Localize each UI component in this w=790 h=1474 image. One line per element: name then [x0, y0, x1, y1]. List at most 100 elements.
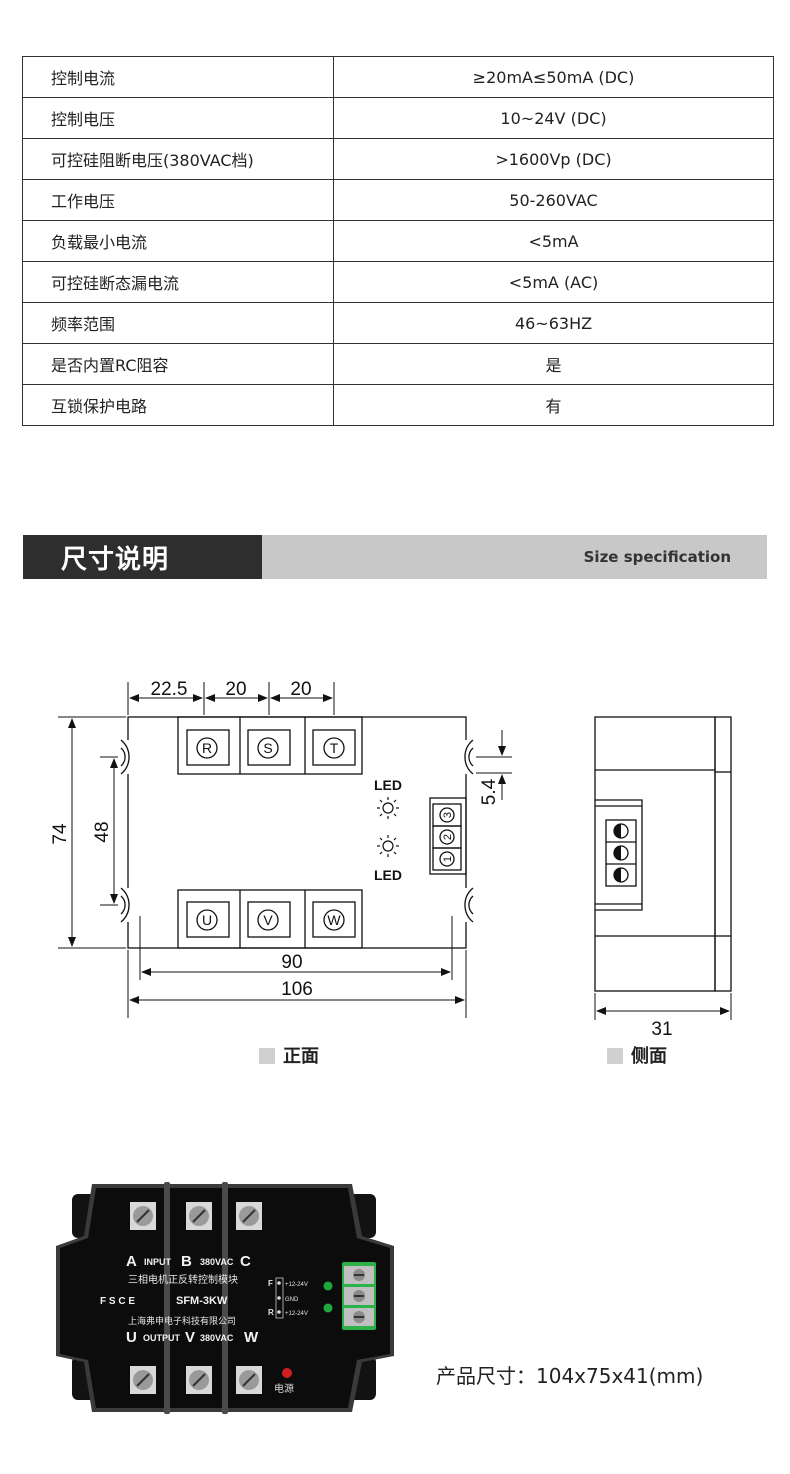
- control-terminal: [429, 797, 467, 875]
- side-terminal-screws: [613, 823, 629, 883]
- front-view-caption-text: 正面: [283, 1046, 319, 1067]
- label-u: U: [126, 1329, 137, 1346]
- side-view-caption: 侧面: [607, 1042, 667, 1068]
- dim-5-4: 5.4: [479, 778, 500, 805]
- caption-square-icon: [259, 1048, 275, 1064]
- pin-f-label: F: [268, 1279, 273, 1288]
- pin2-icon: [439, 829, 455, 845]
- dim-48: 48: [92, 821, 113, 842]
- dim-74: 74: [50, 823, 71, 845]
- label-380vac-bottom: 380VAC: [200, 1333, 234, 1343]
- terminal-r-label: R: [202, 740, 212, 756]
- spec-row: 负载最小电流<5mA: [22, 220, 774, 262]
- dim-106: 106: [281, 979, 313, 1000]
- label-w: W: [244, 1329, 259, 1346]
- bottom-screws: [130, 1366, 262, 1394]
- section-subtitle: Size specification: [583, 548, 731, 566]
- led-label-top: LED: [374, 777, 402, 793]
- label-380vac-top: 380VAC: [200, 1257, 234, 1267]
- pin1-icon: [439, 851, 455, 867]
- terminal-u-label: U: [202, 912, 212, 928]
- green-led-bottom: [323, 1303, 333, 1313]
- mount-slot-tr: [458, 739, 474, 775]
- spec-value: <5mA (AC): [333, 261, 774, 303]
- label-b: B: [181, 1253, 192, 1270]
- spec-value: >1600Vp (DC): [333, 138, 774, 180]
- label-output: OUTPUT: [143, 1333, 181, 1343]
- dim-31: 31: [651, 1019, 672, 1040]
- dim-20-b: 20: [290, 679, 311, 700]
- label-cert: F S C E: [100, 1296, 135, 1307]
- mount-slot-br: [458, 887, 474, 923]
- led-top-icon: [377, 797, 399, 819]
- terminal-v-icon: [257, 909, 279, 931]
- spec-value: 有: [333, 384, 774, 426]
- spec-label: 可控硅断态漏电流: [22, 261, 334, 303]
- label-input: INPUT: [144, 1257, 172, 1267]
- section-header-dark-block: [23, 535, 262, 579]
- spec-value: ≥20mA≤50mA (DC): [333, 56, 774, 98]
- pin-gnd-label: GND: [285, 1297, 299, 1303]
- pin2-label: 2: [442, 834, 454, 840]
- terminal-s-icon: [257, 737, 279, 759]
- spec-label: 是否内置RC阻容: [22, 343, 334, 385]
- dimension-drawings: R S T U V W 3 2 1 LED LED: [50, 679, 732, 1040]
- spec-label: 频率范围: [22, 302, 334, 344]
- side-view-caption-text: 侧面: [631, 1046, 667, 1067]
- top-terminal-block: [177, 716, 363, 775]
- terminal-letters: [196, 737, 455, 931]
- spec-value: 50-260VAC: [333, 179, 774, 221]
- mount-slot-tl: [118, 739, 132, 775]
- section-title: 尺寸说明: [61, 545, 170, 575]
- label-model: SFM-3KW: [176, 1295, 228, 1307]
- spec-value: <5mA: [333, 220, 774, 262]
- green-led-top: [323, 1281, 333, 1291]
- spec-label: 负载最小电流: [22, 220, 334, 262]
- terminal-s-label: S: [263, 740, 272, 756]
- label-c: C: [240, 1253, 251, 1270]
- spec-row: 可控硅断态漏电流<5mA (AC): [22, 261, 774, 303]
- mount-slot-bl: [118, 887, 132, 923]
- top-screws: [130, 1202, 262, 1230]
- label-power: 电源: [274, 1382, 294, 1395]
- spec-label: 可控硅阻断电压(380VAC档): [22, 138, 334, 180]
- label-v: V: [185, 1329, 195, 1346]
- terminal-t-icon: [323, 737, 345, 759]
- terminal-t-label: T: [330, 740, 339, 756]
- pin-r-desc: +12-24V: [285, 1311, 308, 1317]
- front-view-caption: 正面: [259, 1042, 319, 1068]
- terminal-r-icon: [196, 737, 218, 759]
- pin-f-desc: +12-24V: [285, 1282, 308, 1288]
- bottom-terminal-block: [177, 889, 363, 949]
- pin3-icon: [439, 807, 455, 823]
- spec-value: 10~24V (DC): [333, 97, 774, 139]
- pin3-label: 3: [442, 812, 454, 818]
- side-dimension-lines: [594, 993, 732, 1020]
- terminal-v-label: V: [263, 912, 273, 928]
- front-dimension-lines: [58, 682, 512, 1018]
- spec-label: 工作电压: [22, 179, 334, 221]
- led-label-bottom: LED: [374, 867, 402, 883]
- spec-label: 控制电压: [22, 97, 334, 139]
- terminal-w-icon: [323, 909, 345, 931]
- label-a: A: [126, 1253, 137, 1270]
- dim-90: 90: [281, 952, 302, 973]
- front-view: [118, 716, 474, 949]
- label-maker: 上海弗申电子科技有限公司: [128, 1315, 236, 1327]
- spec-row: 控制电流≥20mA≤50mA (DC): [22, 56, 774, 98]
- spec-label: 控制电流: [22, 56, 334, 98]
- led-bottom-icon: [377, 835, 399, 857]
- front-body-outline: [127, 716, 467, 949]
- terminal-w-label: W: [327, 912, 341, 928]
- product-photo: A INPUT B 380VAC C U OUTPUT V 380VAC W S…: [56, 1182, 394, 1414]
- section-header: 尺寸说明 Size specification: [23, 535, 767, 579]
- dim-20-a: 20: [225, 679, 246, 700]
- spec-row: 可控硅阻断电压(380VAC档)>1600Vp (DC): [22, 138, 774, 180]
- spec-label: 互锁保护电路: [22, 384, 334, 426]
- terminal-u-icon: [196, 909, 218, 931]
- spec-row: 是否内置RC阻容是: [22, 343, 774, 385]
- pin-r-label: R: [268, 1308, 274, 1317]
